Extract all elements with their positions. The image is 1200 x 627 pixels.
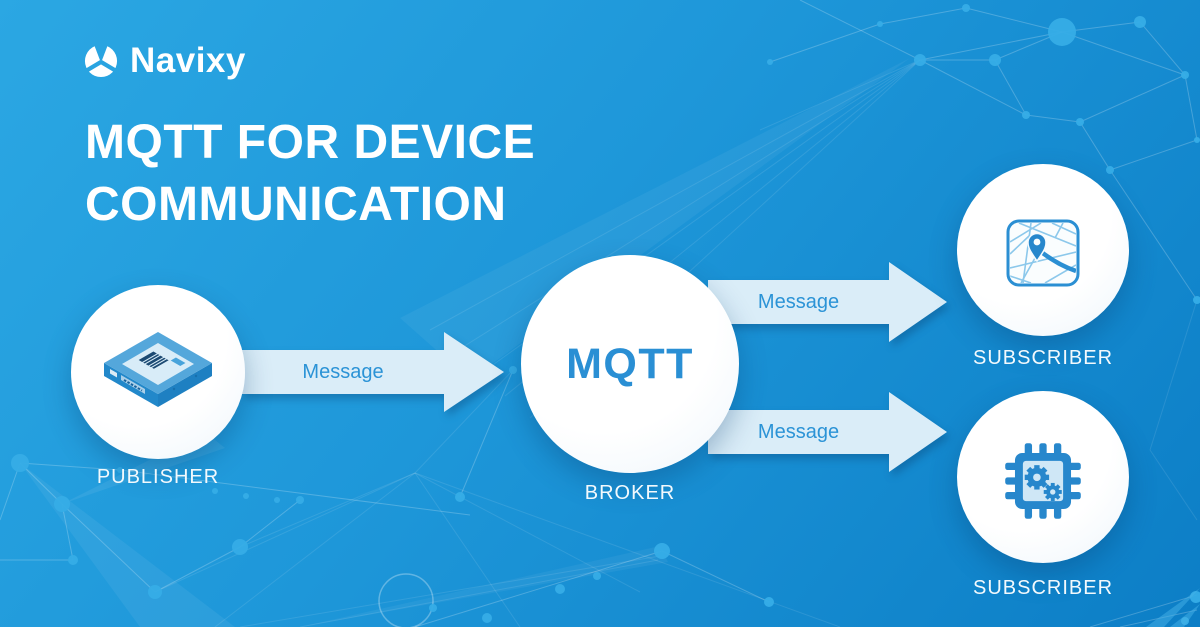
- map-location-icon: [1006, 219, 1080, 287]
- brand-name: Navixy: [130, 41, 246, 80]
- message-arrow-publisher-to-broker: Message: [242, 330, 504, 414]
- title-line-2: COMMUNICATION: [85, 178, 507, 232]
- light-streaks: [20, 58, 910, 627]
- device-port: [110, 369, 117, 378]
- broker-title: MQTT: [566, 339, 694, 388]
- message-arrow-broker-to-subscriber-2: Message: [708, 390, 947, 474]
- subscriber-chip-node: [957, 391, 1129, 563]
- corner-streaks: [1146, 588, 1200, 627]
- broker-label: BROKER: [584, 482, 676, 504]
- message-arrow-broker-to-subscriber-1: Message: [708, 260, 947, 344]
- device-barcode: [138, 351, 186, 369]
- arrow-shape-icon: [708, 262, 947, 342]
- network-dots: [11, 4, 1200, 625]
- publisher-label: PUBLISHER: [96, 466, 220, 488]
- broker-node: MQTT: [521, 255, 739, 473]
- navixy-logo-icon: [84, 44, 118, 78]
- map-streets: [1010, 223, 1076, 283]
- subscriber-map-label: SUBSCRIBER: [972, 347, 1114, 369]
- page-title: MQTT FOR DEVICE COMMUNICATION: [85, 112, 535, 237]
- subscriber-chip-label: SUBSCRIBER: [972, 577, 1114, 599]
- gear-small-icon: [1043, 482, 1062, 501]
- brand-logo: Navixy: [84, 41, 246, 81]
- arrow-shape-icon: [242, 332, 504, 412]
- arrow-label: Message: [302, 360, 384, 383]
- arrow-shape-icon: [708, 392, 947, 472]
- device-label: [122, 343, 194, 385]
- title-line-1: MQTT FOR DEVICE: [85, 116, 536, 169]
- gear-icon: [1024, 465, 1050, 490]
- subscriber-map-node: [957, 164, 1129, 336]
- arrow-label: Message: [757, 290, 840, 313]
- arrow-label: Message: [757, 420, 840, 443]
- publisher-node: [71, 285, 245, 459]
- chip-processor-icon: [1005, 443, 1081, 519]
- gps-tracker-device-icon: [104, 332, 212, 407]
- location-pin-icon: [1027, 232, 1047, 263]
